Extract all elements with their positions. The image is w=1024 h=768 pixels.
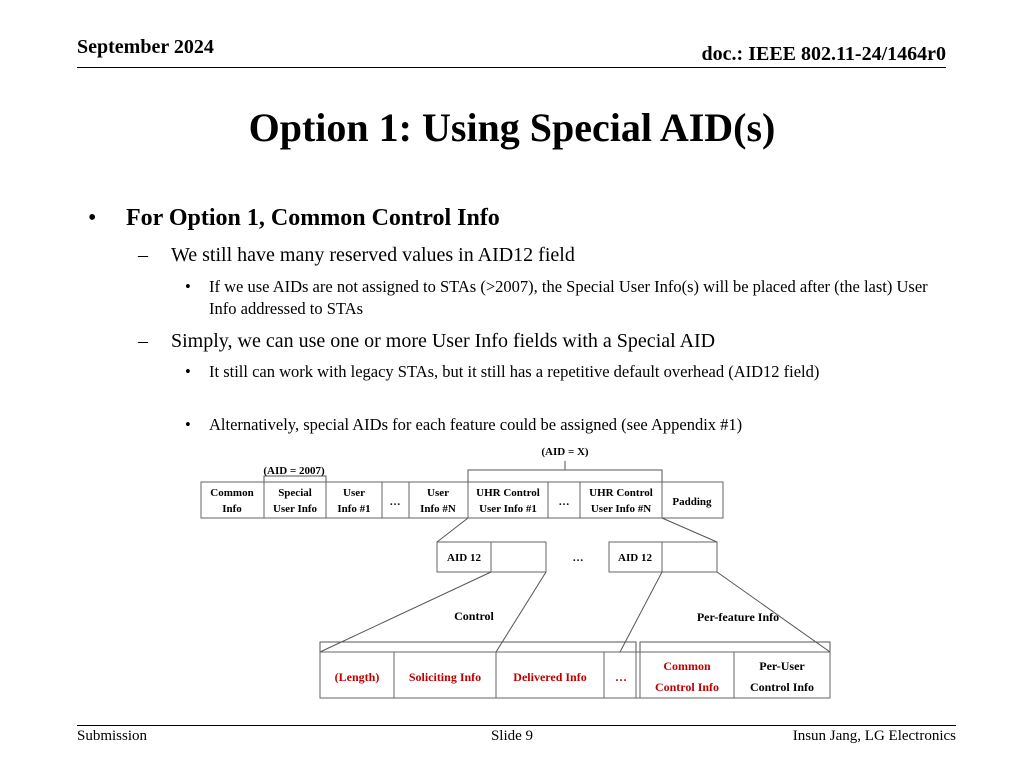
footer-divider	[77, 725, 956, 726]
per-feature-bracket	[639, 641, 831, 652]
expand-lines-bottom	[319, 571, 831, 653]
bullet-level2: – Simply, we can use one or more User Inf…	[138, 330, 715, 353]
bottom-row: (Length) Soliciting Info Delivered Info …	[319, 651, 831, 699]
svg-text:Delivered Info: Delivered Info	[513, 670, 586, 684]
svg-text:User Info: User Info	[273, 503, 318, 515]
header-divider	[77, 67, 946, 68]
aid-2007-label: (AID = 2007)	[263, 465, 325, 477]
bullet-dot-icon: •	[185, 277, 191, 296]
mid-left-aid12: AID 12	[447, 552, 481, 564]
aid-x-label: (AID = X)	[541, 446, 589, 458]
bullet-level3: • It still can work with legacy STAs, but…	[185, 361, 939, 383]
bullet-level3: • Alternatively, special AIDs for each fe…	[185, 414, 939, 436]
svg-text:Info #1: Info #1	[337, 503, 370, 515]
slide-title: Option 1: Using Special AID(s)	[248, 105, 776, 150]
bullet-dot-icon: •	[88, 205, 97, 231]
footer-author: Insun Jang, LG Electronics	[792, 728, 956, 744]
svg-text:…: …	[390, 496, 401, 508]
control-label: Control	[454, 609, 494, 623]
bullet-dot-icon: •	[185, 415, 191, 434]
top-cell-padding: Padding	[672, 496, 712, 508]
header-date: September 2024	[77, 36, 214, 58]
mid-right-aid12: AID 12	[618, 552, 652, 564]
svg-text:Common: Common	[210, 487, 253, 499]
bullet-text: It still can work with legacy STAs, but …	[209, 362, 820, 381]
footer-slide-number: Slide 9	[490, 728, 534, 744]
top-cell-special-user-info: Special User Info	[273, 487, 318, 515]
aid-2007-bracket	[263, 475, 327, 482]
top-cell-uhr-control-user-info-n: UHR Control User Info #N	[589, 487, 653, 515]
bullet-dash-icon: –	[138, 330, 148, 352]
bullet-dash-icon: –	[138, 244, 148, 266]
svg-text:Soliciting Info: Soliciting Info	[409, 670, 481, 684]
svg-text:UHR Control: UHR Control	[589, 487, 653, 499]
svg-text:Control Info: Control Info	[655, 680, 719, 694]
svg-text:User Info #1: User Info #1	[479, 503, 537, 515]
svg-text:Special: Special	[278, 487, 312, 499]
bottom-cell-delivered-info: Delivered Info	[513, 670, 586, 684]
middle-row: AID 12 … AID 12	[436, 541, 718, 573]
svg-text:User: User	[343, 487, 365, 499]
top-cell-user-info-n: User Info #N	[420, 487, 456, 515]
bullet-text: We still have many reserved values in AI…	[171, 244, 575, 266]
footer-submission: Submission	[77, 728, 148, 744]
bullet-level3: • If we use AIDs are not assigned to STAs…	[185, 276, 939, 320]
svg-text:…: …	[559, 496, 570, 508]
svg-text:(Length): (Length)	[335, 670, 380, 684]
bullet-text: For Option 1, Common Control Info	[126, 205, 500, 231]
svg-text:Common: Common	[663, 659, 711, 673]
svg-text:Per-User: Per-User	[759, 659, 805, 673]
svg-text:UHR Control: UHR Control	[476, 487, 540, 499]
svg-text:…: …	[615, 670, 627, 684]
bullet-level2: – We still have many reserved values in A…	[138, 244, 575, 267]
bullet-level1: • For Option 1, Common Control Info	[88, 205, 500, 232]
bottom-cell-ellipsis: …	[615, 670, 627, 684]
mid-ellipsis: …	[573, 552, 584, 564]
top-row: Common Info Special User Info User Info …	[200, 481, 724, 519]
bottom-cell-common-control-info: Common Control Info	[655, 659, 719, 694]
svg-text:User Info #N: User Info #N	[591, 503, 651, 515]
bottom-cell-soliciting-info: Soliciting Info	[409, 670, 481, 684]
top-cell-common-info: Common Info	[210, 487, 253, 515]
expand-lines-top	[436, 517, 718, 543]
top-cell-uhr-control-user-info-1: UHR Control User Info #1	[476, 487, 540, 515]
bullet-text: If we use AIDs are not assigned to STAs …	[209, 277, 928, 318]
bullet-dot-icon: •	[185, 362, 191, 381]
top-cell-ellipsis-1: …	[390, 496, 401, 508]
svg-text:Control Info: Control Info	[750, 680, 814, 694]
svg-text:Info #N: Info #N	[420, 503, 456, 515]
bullet-text: Alternatively, special AIDs for each fea…	[209, 415, 743, 434]
per-feature-info-label: Per-feature Info	[697, 610, 779, 624]
bottom-cell-per-user-control-info: Per-User Control Info	[750, 659, 814, 694]
aid-x-bracket	[467, 461, 663, 482]
bullet-text: Simply, we can use one or more User Info…	[171, 330, 716, 352]
header-doc-id: doc.: IEEE 802.11-24/1464r0	[701, 43, 946, 65]
control-bracket	[319, 641, 637, 652]
bottom-cell-length: (Length)	[335, 670, 380, 684]
top-cell-ellipsis-2: …	[559, 496, 570, 508]
svg-text:User: User	[427, 487, 449, 499]
svg-text:Padding: Padding	[672, 496, 712, 508]
svg-text:Info: Info	[222, 503, 242, 515]
top-cell-user-info-1: User Info #1	[337, 487, 370, 515]
